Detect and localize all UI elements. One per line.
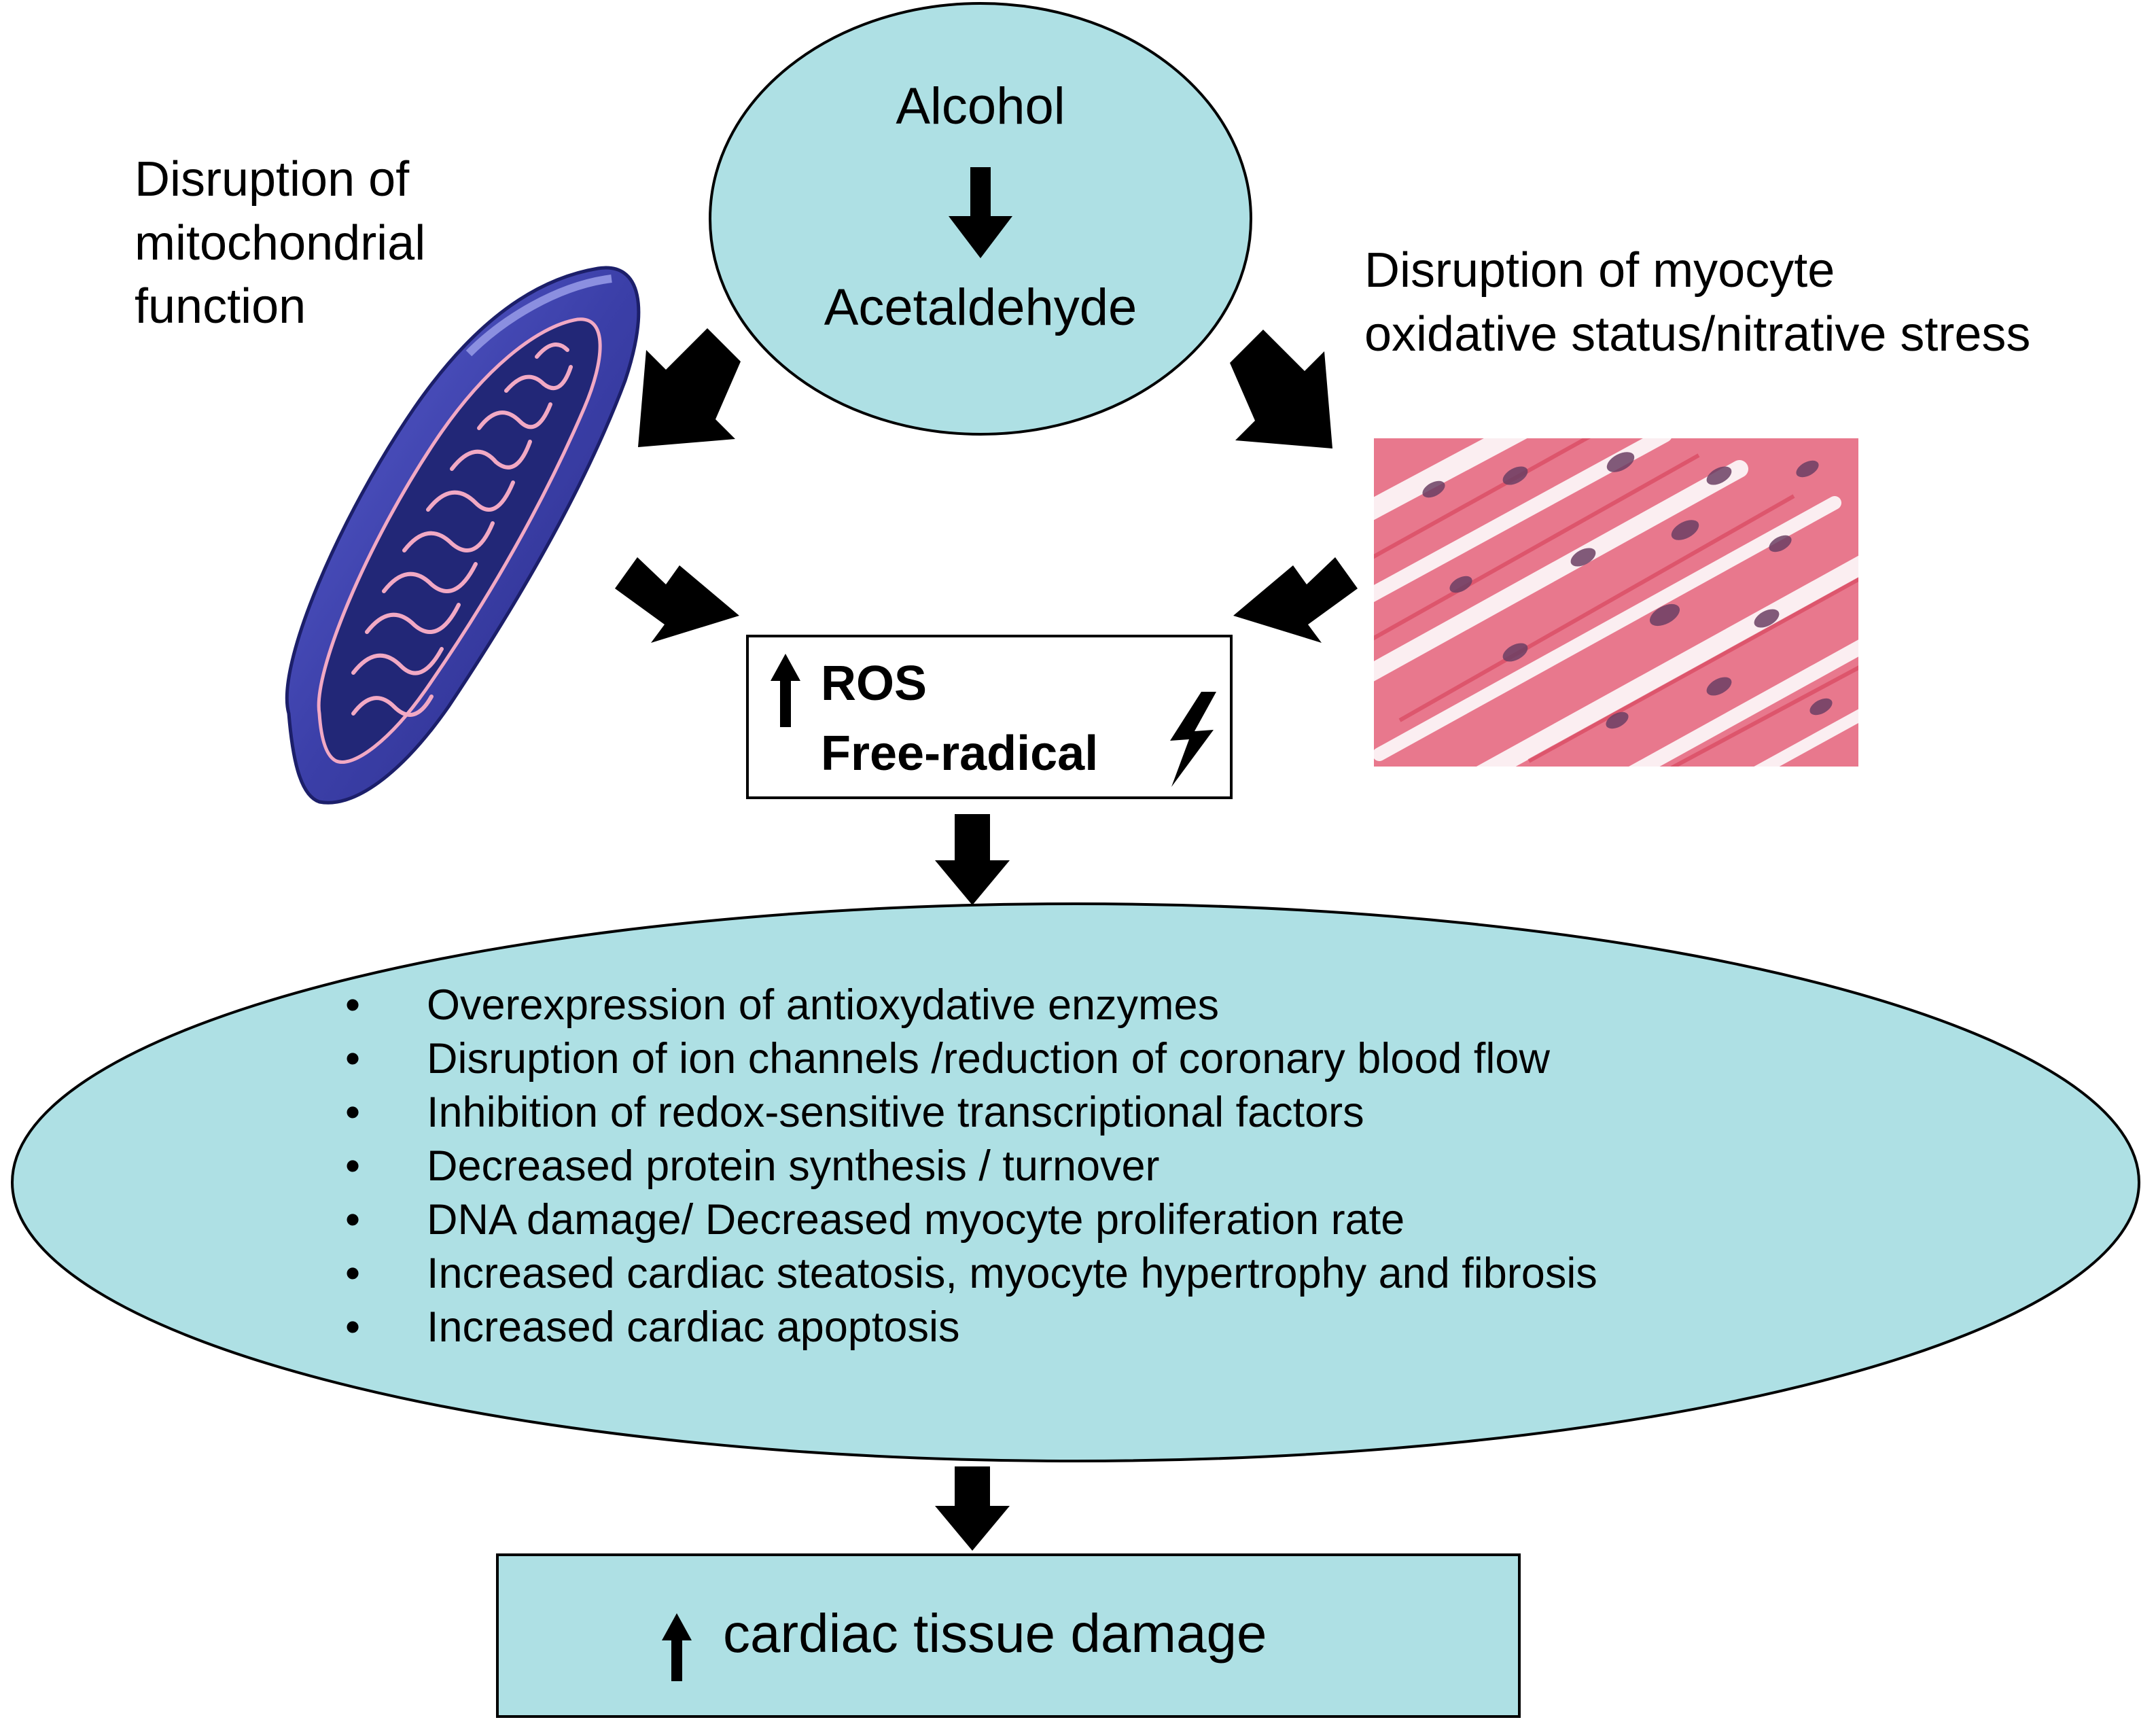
ros-box <box>746 635 1233 799</box>
left-label-line2: mitochondrial <box>135 215 426 270</box>
right-label-line2: oxidative status/nitrative stress <box>1364 306 2031 362</box>
outcome-up-arrow-icon <box>662 1613 692 1681</box>
effect-item: Increased cardiac apoptosis <box>326 1301 1597 1354</box>
effect-item: Decreased protein synthesis / turnover <box>326 1140 1597 1193</box>
lightning-bolt-icon <box>1170 692 1216 787</box>
right-label-line1: Disruption of myocyte <box>1364 243 1835 298</box>
arrow-to-mitochondria <box>638 328 741 447</box>
cardiac-muscle-micrograph <box>1374 438 1858 767</box>
left-label-line1: Disruption of <box>135 152 410 207</box>
effect-item: Disruption of ion channels /reduction of… <box>326 1032 1597 1086</box>
effect-item: Inhibition of redox-sensitive transcript… <box>326 1086 1597 1140</box>
arrow-effects-to-outcome <box>935 1466 1010 1551</box>
alcohol-to-acetaldehyde-arrow <box>949 167 1012 258</box>
ros-label: ROS <box>821 656 927 711</box>
mitochondrion-illustration <box>285 266 641 805</box>
top-node-alcohol-label: Alcohol <box>896 77 1065 135</box>
effect-item: DNA damage/ Decreased myocyte proliferat… <box>326 1193 1597 1247</box>
outcome-label: cardiac tissue damage <box>723 1603 1267 1664</box>
up-arrow-icon <box>771 654 800 727</box>
effects-list: Overexpression of antioxydative enzymes … <box>326 979 1597 1354</box>
free-radical-label: Free-radical <box>821 726 1099 781</box>
right-label: Disruption of myocyte oxidative status/n… <box>1364 239 2030 366</box>
arrow-ros-to-effects <box>935 814 1010 905</box>
effect-item: Overexpression of antioxydative enzymes <box>326 979 1597 1032</box>
arrow-to-myocyte <box>1230 330 1332 448</box>
left-label: Disruption of mitochondrial function <box>135 148 425 339</box>
effect-item: Increased cardiac steatosis, myocyte hyp… <box>326 1247 1597 1301</box>
arrow-mito-to-ros <box>615 557 739 643</box>
left-label-line3: function <box>135 279 306 334</box>
top-node-acetaldehyde-label: Acetaldehyde <box>824 279 1137 336</box>
arrow-myocyte-to-ros <box>1233 557 1358 643</box>
